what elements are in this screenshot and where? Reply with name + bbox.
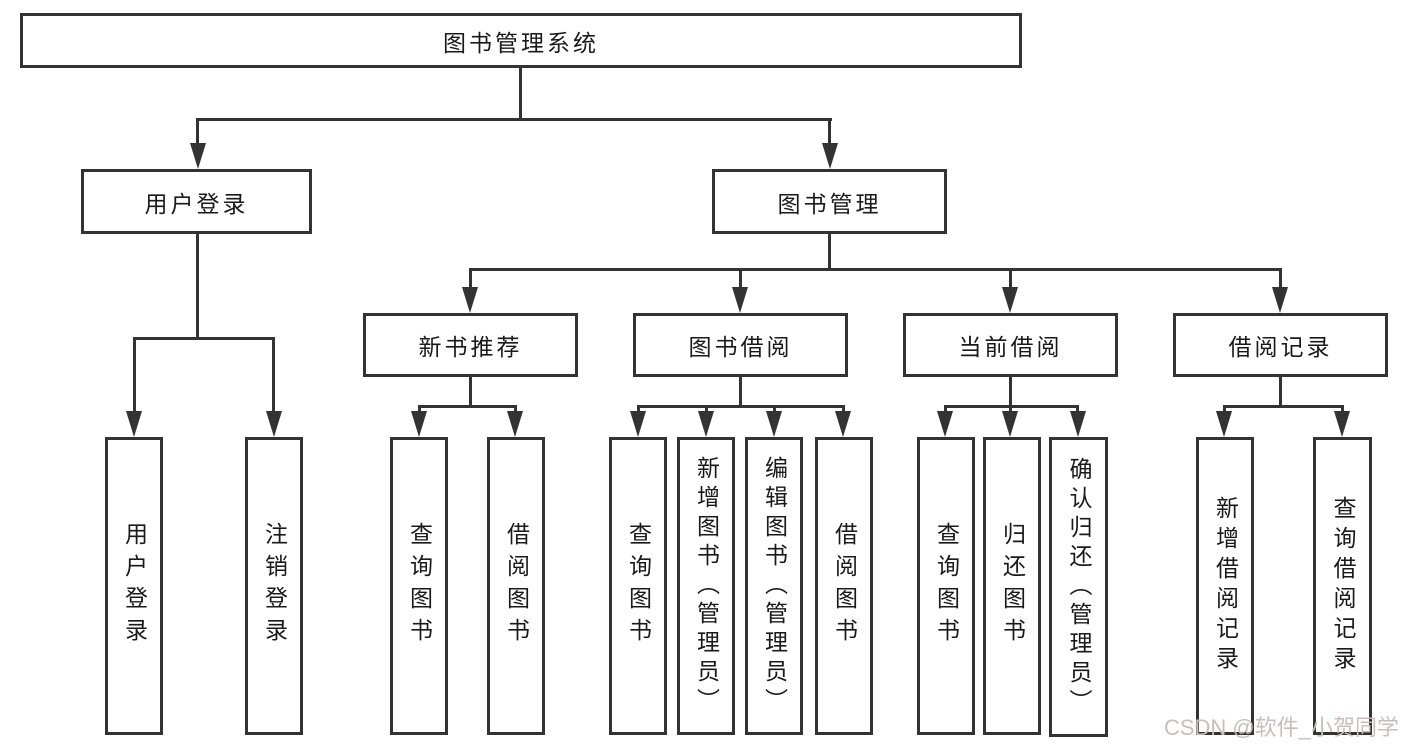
connector-drop xyxy=(1223,405,1226,413)
node-label: 新增借阅记录 xyxy=(1212,496,1239,676)
node-label: 归还图书 xyxy=(999,522,1026,650)
node-book-management: 图书管理 xyxy=(712,169,947,234)
leaf-query-borrow-record: 查询借阅记录 xyxy=(1313,437,1372,735)
node-label: 编辑图书（管理员） xyxy=(761,455,788,717)
arrowhead xyxy=(1216,411,1232,437)
node-label: 用户登录 xyxy=(121,522,148,650)
connector-current-borrow-stem xyxy=(1009,377,1012,406)
leaf-user-login: 用户登录 xyxy=(105,437,163,735)
connector-book-management-stem xyxy=(828,233,831,269)
arrowhead xyxy=(411,411,427,437)
node-label: 查询图书 xyxy=(933,522,960,650)
node-current-borrowing: 当前借阅 xyxy=(903,313,1118,377)
connector-drop xyxy=(842,405,845,413)
connector-drop xyxy=(773,405,776,413)
connector-drop-current-borrow xyxy=(1009,268,1012,289)
leaf-query-books-3: 查询图书 xyxy=(917,437,975,735)
arrowhead xyxy=(630,411,646,437)
node-borrow-records: 借阅记录 xyxy=(1173,313,1388,377)
arrowhead-borrow-record xyxy=(1272,287,1288,313)
arrowhead xyxy=(698,411,714,437)
connector-new-book-stem xyxy=(469,377,472,406)
arrowhead xyxy=(766,411,782,437)
node-label: 当前借阅 xyxy=(958,334,1063,360)
node-label: 借阅图书 xyxy=(503,522,530,650)
node-label: 查询图书 xyxy=(625,522,652,650)
leaf-confirm-return-admin: 确认归还（管理员） xyxy=(1049,437,1108,737)
arrowhead-current-borrow xyxy=(1002,287,1018,313)
node-user-login: 用户登录 xyxy=(81,169,312,234)
leaf-query-books-1: 查询图书 xyxy=(390,437,448,735)
connector-book-borrow-stem xyxy=(739,377,742,406)
leaf-logout: 注销登录 xyxy=(245,437,303,735)
connector-drop xyxy=(1341,405,1344,413)
arrowhead xyxy=(835,411,851,437)
arrowhead-logout-leaf xyxy=(266,411,282,437)
connector-root-stem xyxy=(519,68,522,121)
node-label: 新书推荐 xyxy=(418,334,523,360)
leaf-return-books: 归还图书 xyxy=(983,437,1041,735)
arrowhead-user-login xyxy=(190,143,206,169)
leaf-edit-books-admin: 编辑图书（管理员） xyxy=(745,437,803,735)
node-library-management-system: 图书管理系统 xyxy=(20,13,1022,68)
connector-drop xyxy=(418,405,421,413)
connector-drop xyxy=(637,405,640,413)
leaf-borrow-books-1: 借阅图书 xyxy=(487,437,545,735)
connector-new-book-hline xyxy=(418,405,517,408)
connector-drop-login-leaf xyxy=(133,337,136,413)
connector-drop-user-login xyxy=(196,118,199,146)
connector-user-login-hline xyxy=(133,337,275,340)
arrowhead-login-leaf xyxy=(126,411,142,437)
connector-drop-new-book xyxy=(469,268,472,289)
arrowhead-new-book xyxy=(462,287,478,313)
node-label: 确认归还（管理员） xyxy=(1066,456,1092,718)
node-label: 图书管理 xyxy=(777,190,882,217)
arrowhead-book-management xyxy=(822,143,838,169)
node-new-book-recommend: 新书推荐 xyxy=(363,313,578,377)
node-label: 借阅图书 xyxy=(831,522,858,650)
arrowhead-book-borrow xyxy=(732,287,748,313)
connector-level2-hline xyxy=(196,118,832,121)
leaf-add-borrow-record: 新增借阅记录 xyxy=(1196,437,1254,735)
arrowhead xyxy=(1070,411,1086,437)
leaf-query-books-2: 查询图书 xyxy=(609,437,667,735)
csdn-watermark: CSDN @软件_小贺同学 xyxy=(1163,715,1399,740)
arrowhead xyxy=(1334,411,1350,437)
arrowhead xyxy=(937,411,953,437)
arrowhead xyxy=(507,411,523,437)
connector-drop-book-management xyxy=(828,118,831,146)
arrowhead xyxy=(1002,411,1018,437)
leaf-add-books-admin: 新增图书（管理员） xyxy=(677,437,735,735)
connector-drop-book-borrow xyxy=(739,268,742,289)
connector-drop xyxy=(944,405,947,413)
connector-drop xyxy=(705,405,708,413)
node-label: 图书借阅 xyxy=(688,334,793,360)
connector-level3-hline xyxy=(469,268,1281,271)
node-label: 查询图书 xyxy=(406,522,433,650)
connector-borrow-record-stem xyxy=(1279,377,1282,406)
node-label: 新增图书（管理员） xyxy=(693,455,720,717)
leaf-borrow-books-2: 借阅图书 xyxy=(815,437,873,735)
connector-drop-borrow-record xyxy=(1279,268,1282,289)
node-label: 图书管理系统 xyxy=(443,29,599,56)
connector-user-login-stem xyxy=(196,234,199,337)
connector-book-borrow-hline xyxy=(637,405,845,408)
node-label: 注销登录 xyxy=(261,522,288,650)
node-book-borrowing: 图书借阅 xyxy=(633,313,848,377)
node-label: 借阅记录 xyxy=(1228,334,1333,360)
node-label: 用户登录 xyxy=(144,190,249,217)
connector-drop-logout-leaf xyxy=(272,337,275,413)
connector-borrow-record-hline xyxy=(1223,405,1343,408)
connector-drop xyxy=(1076,405,1079,413)
connector-drop xyxy=(514,405,517,413)
node-label: 查询借阅记录 xyxy=(1330,496,1356,676)
connector-drop xyxy=(1009,405,1012,413)
